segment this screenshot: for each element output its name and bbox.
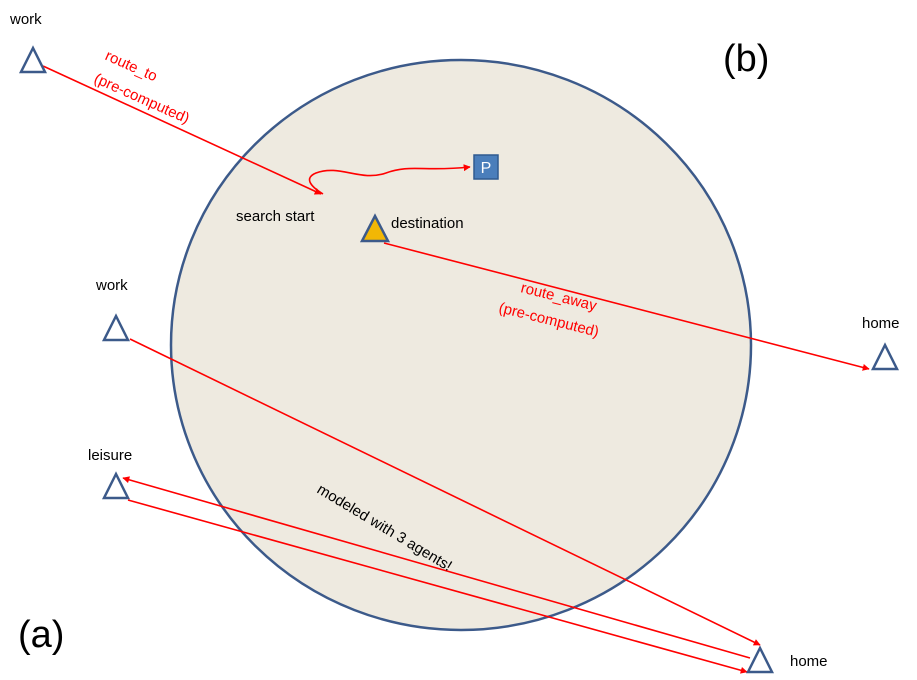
home-right-label: home (862, 315, 900, 332)
work-home-arrow (129, 338, 761, 646)
route-to-arrow (42, 65, 322, 195)
study-area-circle (169, 58, 753, 632)
destination-label: destination (391, 215, 464, 232)
home-bottom-label: home (790, 653, 828, 670)
work-top-node (18, 45, 48, 74)
destination-node (359, 213, 391, 243)
parking-icon (473, 154, 499, 180)
home-leisure-arrow (122, 476, 751, 659)
search-start-label: search start (236, 208, 315, 225)
work-top-label: work (9, 11, 42, 28)
home-right-node (870, 342, 900, 371)
home-bottom-node (745, 645, 775, 674)
leisure-label: leisure (88, 447, 132, 464)
parking-label: P (481, 160, 492, 177)
work-mid-label: work (95, 277, 128, 294)
leisure-home-arrow (127, 499, 748, 674)
work-mid-node (101, 313, 131, 342)
leisure-node (101, 471, 131, 500)
search-path-arrow (308, 164, 471, 195)
route-away-arrow (383, 242, 870, 371)
panel-label-b: (b) (723, 38, 769, 80)
panel-label-a: (a) (18, 614, 64, 656)
